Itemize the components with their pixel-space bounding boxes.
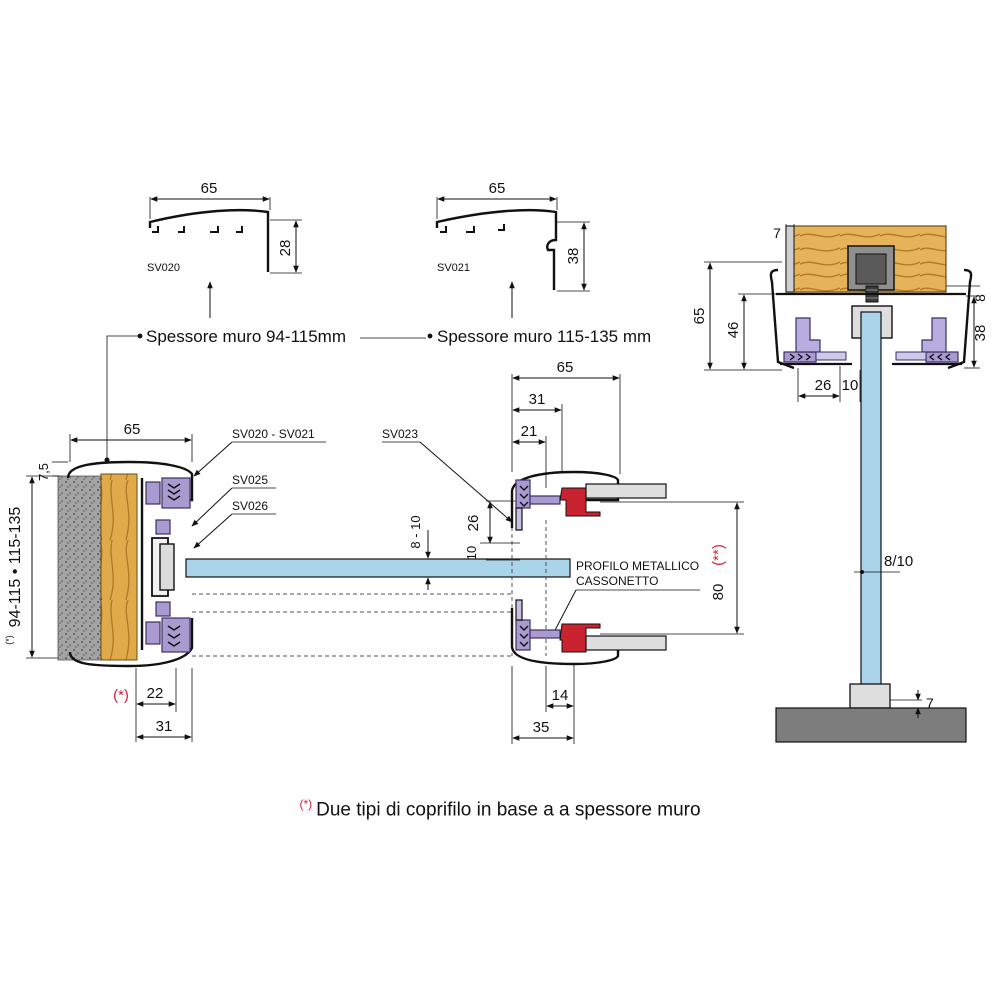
sec-8-dim: 8: [972, 294, 988, 302]
profile-label-1: PROFILO METALLICO: [576, 559, 699, 573]
sv020-height-dim: 28: [277, 240, 294, 257]
right-31-dim: 31: [529, 391, 546, 408]
callout-sv025: SV025: [232, 473, 268, 487]
left-7-5-dim: 7,5: [36, 463, 51, 481]
glass-pane: [185, 558, 571, 578]
right-14-dim: 14: [552, 687, 569, 704]
sv021-height-dim: 38: [565, 248, 582, 265]
sec-46-dim: 46: [725, 322, 742, 339]
right-80-asterisk: (**): [710, 544, 727, 566]
wall-section: [57, 475, 103, 661]
sv021-label: SV021: [437, 262, 470, 274]
sec-8-10-dim: 8/10: [884, 553, 913, 570]
sec-7-top-dim: 7: [773, 225, 781, 241]
footnote-mark: (*): [299, 797, 313, 811]
right-35-dim: 35: [533, 719, 550, 736]
left-31-dim: 31: [156, 718, 173, 735]
wood-trim: [100, 473, 138, 661]
callout-sv023: SV023: [382, 427, 418, 441]
callout-sv020-sv021: SV020 - SV021: [232, 427, 315, 441]
glass-panel-plan: 8 - 10 26 10 PROFILO METALLICO CASSONETT…: [185, 500, 700, 657]
sv021-width-dim: 65: [489, 180, 506, 197]
right-jamb-detail: 65 31 21 80 (**) 14 35 SV023: [382, 359, 744, 744]
glass-8-10-dim: 8 - 10: [408, 515, 423, 548]
sec-7-bottom-dim: 7: [926, 695, 934, 711]
sec-38-dim: 38: [972, 325, 989, 342]
footnote-text: Due tipi di coprifilo in base a a spesso…: [316, 799, 701, 821]
right-65-dim: 65: [557, 359, 574, 376]
vertical-glass: [860, 311, 882, 701]
sv020-label: SV020: [147, 262, 180, 274]
wall-thick-label: Spessore muro 115-135 mm: [437, 327, 651, 346]
callout-sv026: SV026: [232, 499, 268, 513]
left-jamb-detail: 65 7,5 94-115 • 115-135 (*) 22 31 (*) SV…: [4, 421, 326, 742]
sec-26-dim: 26: [815, 377, 832, 394]
sv021-profile: 65 38 SV021: [435, 180, 590, 318]
vertical-section: 7 65 46 8 38 26 10 8/10 7: [691, 224, 989, 743]
floor-section: [775, 707, 967, 743]
mid-10-dim: 10: [464, 546, 479, 560]
left-width-dim: 65: [124, 421, 141, 438]
wall-range-dim: 94-115 • 115-135: [7, 507, 24, 628]
profile-label-2: CASSONETTO: [576, 574, 658, 588]
right-80-dim: 80: [710, 584, 727, 601]
right-21-dim: 21: [521, 423, 538, 440]
sv020-width-dim: 65: [201, 180, 218, 197]
wall-range-asterisk: (*): [4, 635, 14, 645]
left-asterisk: (*): [113, 687, 129, 704]
sec-10-dim: 10: [842, 377, 859, 394]
mid-26-dim: 26: [465, 515, 482, 532]
wall-thin-label: Spessore muro 94-115mm: [146, 327, 346, 346]
left-22-dim: 22: [147, 685, 164, 702]
footnote: (*)Due tipi di coprifilo in base a a spe…: [0, 797, 1000, 821]
sv020-profile: 65 28 SV020: [147, 180, 302, 318]
sec-65-dim: 65: [691, 308, 708, 325]
wall-thickness-labels: Spessore muro 94-115mm Spessore muro 115…: [104, 327, 651, 463]
